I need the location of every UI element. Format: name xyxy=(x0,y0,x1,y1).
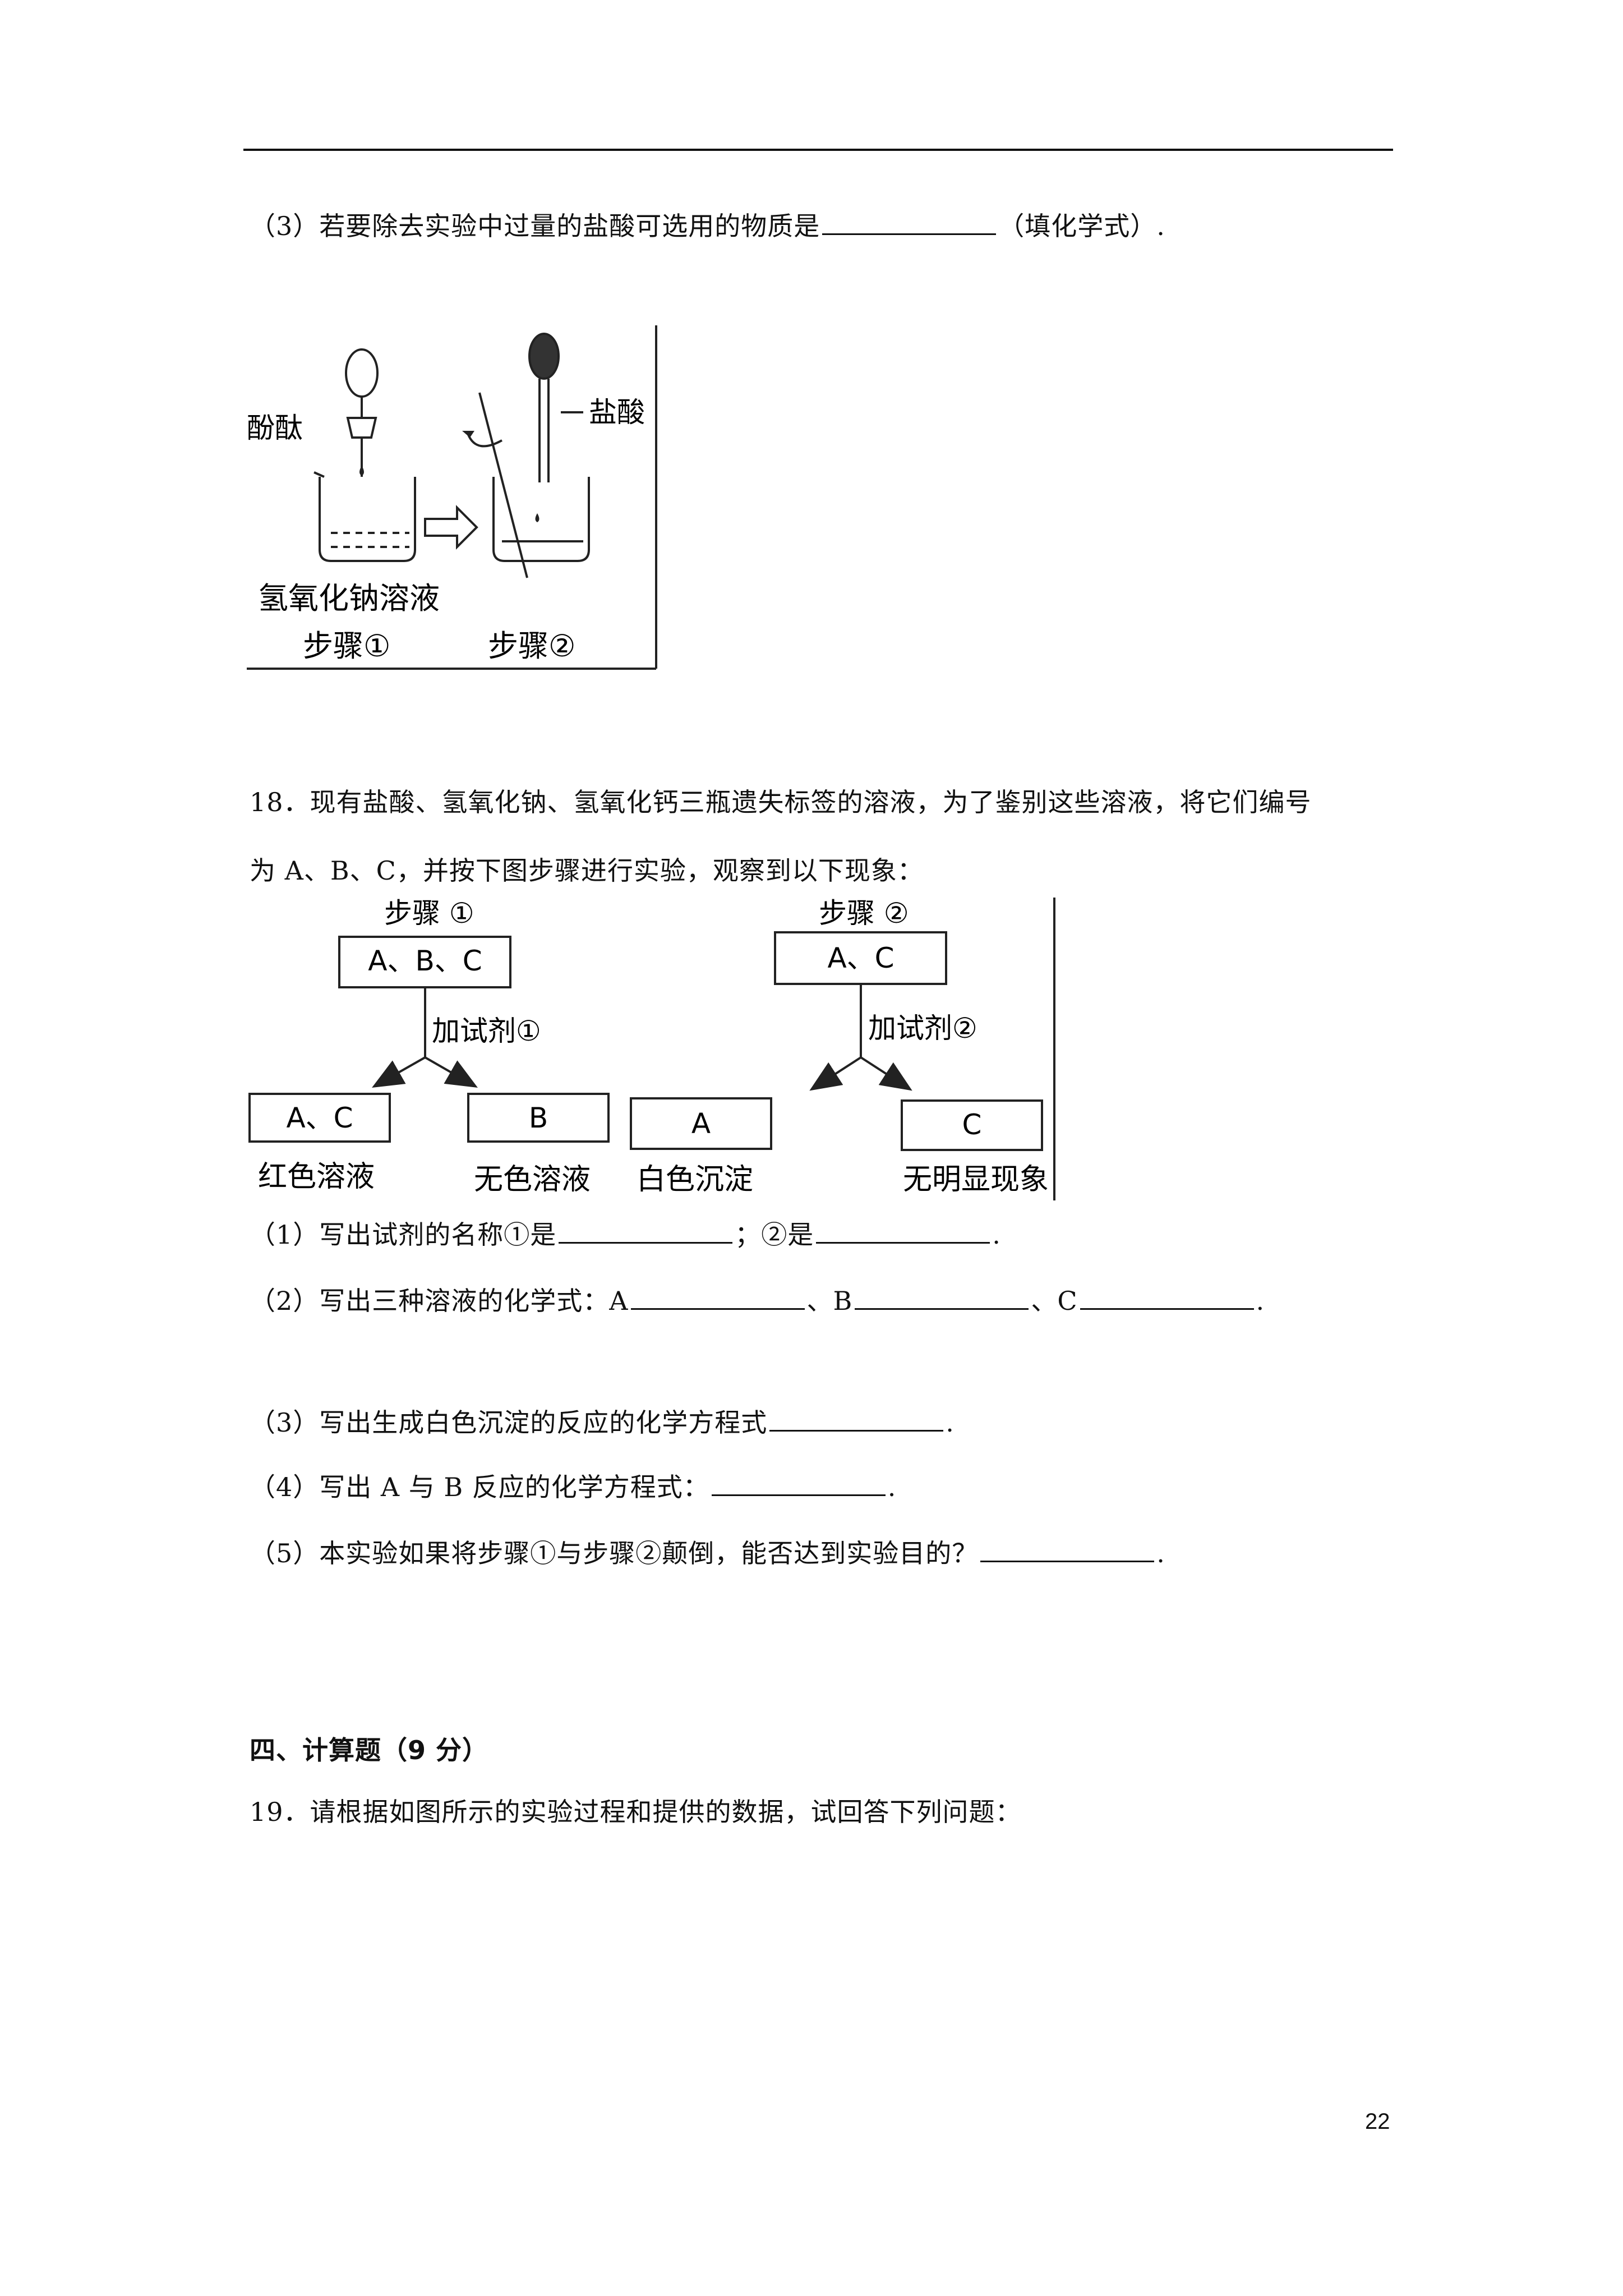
q18-sub4-text-a: （4）写出 A 与 B 反应的化学方程式： xyxy=(250,1472,709,1502)
q18-sub1-text-c: . xyxy=(992,1220,1001,1250)
step1-box-text: A、B、C xyxy=(368,945,482,977)
stirring-rod-icon xyxy=(478,392,528,578)
titration-figure: 酚酞 盐酸 氢氧化钠溶液 步骤① 步骤② xyxy=(247,325,657,670)
answer-blank[interactable] xyxy=(711,1470,886,1496)
q18-sub5-text-b: . xyxy=(1156,1538,1165,1568)
q18-sub3-text-b: . xyxy=(946,1407,955,1438)
left1-label: 红色溶液 xyxy=(258,1160,375,1194)
answer-blank[interactable] xyxy=(980,1536,1155,1562)
q18-sub2-text-b: 、B xyxy=(806,1286,853,1316)
q18-sub2-text-d: . xyxy=(1256,1286,1265,1316)
q18-sub1-text-b: ；②是 xyxy=(735,1220,814,1250)
right1-box-text: B xyxy=(529,1102,548,1134)
answer-blank[interactable] xyxy=(1080,1283,1254,1310)
dropper-bulb-icon xyxy=(345,348,379,398)
left2-label: 白色沉淀 xyxy=(637,1163,753,1197)
right2-label: 无明显现象 xyxy=(903,1163,1049,1197)
dropper-bulb-2-icon xyxy=(528,333,560,380)
q18-sub3-text-a: （3）写出生成白色沉淀的反应的化学方程式 xyxy=(250,1407,768,1438)
q18-intro-line2: 为 A、B、C，并按下图步骤进行实验，观察到以下现象： xyxy=(250,855,924,886)
right-arrow-icon xyxy=(424,505,478,550)
answer-blank[interactable] xyxy=(816,1217,990,1244)
question-17-3: （3）若要除去实验中过量的盐酸可选用的物质是 （填化学式）. xyxy=(250,209,1165,243)
beaker-1-icon xyxy=(319,477,416,562)
step2-box-text: A、C xyxy=(827,942,894,974)
left1-box-text: A、C xyxy=(286,1102,353,1134)
q18-sub1: （1）写出试剂的名称①是 ；②是. xyxy=(250,1217,1001,1251)
answer-blank[interactable] xyxy=(855,1283,1029,1310)
label-phenolphthalein: 酚酞 xyxy=(247,412,303,444)
left1-box xyxy=(248,1093,391,1143)
q18-sub4: （4）写出 A 与 B 反应的化学方程式：. xyxy=(250,1470,896,1504)
reagent1-label: 加试剂① xyxy=(432,1015,541,1047)
answer-blank[interactable] xyxy=(559,1217,733,1244)
q18-sub5: （5）本实验如果将步骤①与步骤②颠倒，能否达到实验目的？. xyxy=(250,1536,1165,1570)
q17-3-prefix: （3）若要除去实验中过量的盐酸可选用的物质是 xyxy=(250,211,820,241)
beaker-2-icon xyxy=(492,477,590,562)
rotate-arrow-icon xyxy=(467,434,502,448)
right2-box-text: C xyxy=(962,1108,982,1141)
label-naoh: 氢氧化钠溶液 xyxy=(258,581,440,616)
answer-blank[interactable] xyxy=(769,1405,944,1432)
q18-sub3: （3）写出生成白色沉淀的反应的化学方程式. xyxy=(250,1405,955,1439)
q18-sub5-text-a: （5）本实验如果将步骤①与步骤②颠倒，能否达到实验目的？ xyxy=(250,1538,979,1568)
q18-sub2-text-a: （2）写出三种溶液的化学式：A xyxy=(250,1286,629,1316)
label-step2: 步骤② xyxy=(488,628,575,664)
left2-box xyxy=(630,1097,772,1150)
right1-box xyxy=(467,1093,610,1143)
section-4-title: 四、计算题（9 分） xyxy=(250,1735,489,1765)
q18-sub1-text-a: （1）写出试剂的名称①是 xyxy=(250,1220,557,1250)
label-step1: 步骤① xyxy=(303,628,390,664)
right1-label: 无色溶液 xyxy=(474,1163,591,1197)
answer-blank[interactable] xyxy=(630,1283,805,1310)
q18-sub4-text-b: . xyxy=(887,1472,897,1502)
q18-sub2-text-c: 、C xyxy=(1031,1286,1078,1316)
q18-intro-line1: 18．现有盐酸、氢氧化钠、氢氧化钙三瓶遗失标签的溶液，为了鉴别这些溶液，将它们编… xyxy=(250,787,1312,817)
question-19: 19．请根据如图所示的实验过程和提供的数据，试回答下列问题： xyxy=(250,1797,1022,1827)
q18-sub2: （2）写出三种溶液的化学式：A 、B 、C. xyxy=(250,1283,1265,1318)
step1-title: 步骤 ① xyxy=(384,898,474,930)
separatory-funnel-icon xyxy=(346,417,377,439)
reagent2-label: 加试剂② xyxy=(868,1012,978,1045)
label-hcl: 盐酸 xyxy=(589,396,645,429)
page-number: 22 xyxy=(1365,2109,1390,2134)
header-rule xyxy=(243,149,1393,151)
left2-box-text: A xyxy=(691,1107,711,1140)
answer-blank[interactable] xyxy=(822,209,997,235)
q17-3-suffix: （填化学式）. xyxy=(998,211,1165,241)
step2-title: 步骤 ② xyxy=(819,898,909,930)
right2-box xyxy=(901,1099,1043,1151)
identification-flowchart: 步骤 ① A、B、C 加试剂① A、C 红色溶液 B 无色溶液 步骤 ② A、C… xyxy=(248,898,1055,1200)
